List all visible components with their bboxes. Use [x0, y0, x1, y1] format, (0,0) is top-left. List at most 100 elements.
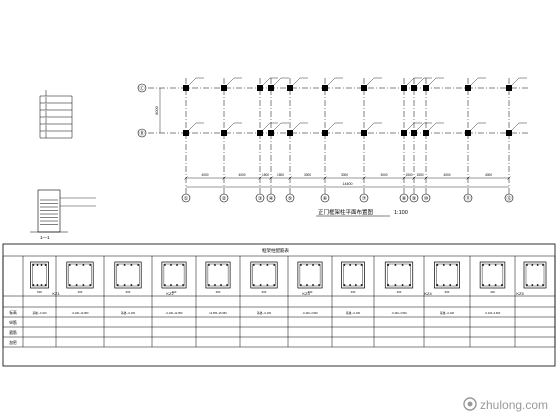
leader-line: [226, 122, 235, 131]
rebar-dot: [32, 264, 35, 266]
elevation-value: 12.950~15.950: [209, 311, 227, 315]
dimension-text: 1500: [277, 173, 284, 177]
rebar-dot: [449, 284, 452, 286]
rebar-dot: [44, 284, 47, 286]
dimension-text: 3000: [380, 173, 387, 177]
column: [401, 130, 407, 136]
rebar-dot: [318, 284, 320, 286]
leader-line: [273, 77, 282, 86]
elevation-value: 基础~-0.100: [346, 311, 361, 315]
rebar-dot: [273, 284, 276, 286]
column: [411, 130, 417, 136]
axis-label: ⑪: [465, 195, 470, 202]
rebar-dot: [408, 264, 411, 266]
column: [221, 130, 227, 136]
dimension-text: 3000: [341, 173, 348, 177]
axis-label: ⑤: [288, 196, 293, 202]
rebar-dot: [82, 284, 85, 286]
axis-bubble: [285, 193, 295, 203]
axis-label: Ⓑ: [139, 130, 144, 137]
leader-line: [188, 77, 197, 86]
axis-bubble: [504, 193, 514, 203]
column: [221, 85, 227, 91]
rebar-dot: [32, 284, 35, 286]
rebar-dot: [68, 284, 71, 286]
axis-label: ⑧: [402, 196, 407, 202]
dimension-tick: [402, 176, 406, 180]
plan-scale: 1:100: [394, 210, 408, 216]
leader-line: [327, 122, 336, 131]
rebar-dot: [488, 264, 491, 266]
rebar-dot: [436, 284, 439, 286]
rebar-dot: [252, 284, 255, 286]
rebar-dot: [488, 284, 491, 286]
rebar-dot: [542, 264, 544, 266]
column-section: [479, 261, 506, 289]
group-label: KZ3: [302, 291, 310, 296]
stirrup: [387, 263, 411, 287]
dimension-tick: [507, 176, 511, 180]
column-section: [523, 261, 547, 289]
rebar-dot: [68, 264, 71, 266]
stirrup: [207, 263, 229, 287]
dimension-text: 4000: [443, 173, 450, 177]
rebar-dot: [360, 284, 363, 286]
elevation-value: 基础~-0.100: [32, 311, 47, 315]
rebar-dot: [482, 284, 485, 286]
dimension-tick: [412, 176, 416, 180]
column-section: [250, 261, 278, 289]
rebar-dot: [312, 284, 314, 286]
rebar-dot: [394, 284, 397, 286]
stirrup: [163, 263, 185, 287]
section-dimension: 400: [397, 290, 402, 294]
rebar-dot: [137, 264, 140, 266]
rebar-dot: [343, 284, 346, 286]
rebar-dot: [75, 264, 78, 266]
axis-bubble: [421, 193, 431, 203]
dimension-tick: [288, 176, 292, 180]
leader-line: [428, 122, 437, 131]
rebar-dot: [494, 284, 497, 286]
rebar-dot: [500, 264, 503, 266]
rebar-dot: [182, 264, 185, 266]
section-dimension: 400: [216, 290, 221, 294]
leader-line: [511, 77, 520, 86]
rebar-dot: [176, 264, 178, 266]
rebar-dot: [123, 264, 126, 266]
axis-bubble: [409, 193, 419, 203]
rebar-dot: [226, 284, 229, 286]
elevation-value: -0.100~3.600: [485, 311, 501, 315]
rebar-dot: [266, 264, 269, 266]
column: [322, 85, 328, 91]
plan-title: 正门框架柱平面布置图: [318, 208, 374, 216]
section-detail-1-1: 1—1: [30, 189, 96, 240]
column-section: [205, 261, 231, 289]
rebar-dot: [531, 284, 534, 286]
rebar-dot: [252, 264, 255, 266]
rebar-dot: [343, 264, 346, 266]
column-section: [161, 261, 187, 289]
leader-line: [366, 122, 375, 131]
column-section: [297, 261, 323, 289]
rebar-dot: [442, 264, 445, 266]
leader-line: [428, 77, 437, 86]
rebar-dot: [526, 264, 528, 266]
elevation-value: -0.100~12.950: [72, 311, 89, 315]
column: [287, 130, 293, 136]
axis-bubble: [137, 128, 147, 138]
axis-label: ⑫: [506, 195, 511, 202]
axis-label: Ⓒ: [139, 85, 144, 92]
dimension-text: 4000: [201, 173, 208, 177]
rebar-dot: [40, 284, 43, 286]
rebar-dot: [36, 264, 39, 266]
axis-label: ②: [222, 196, 227, 202]
section-dimension: 400: [351, 290, 356, 294]
column: [268, 85, 274, 91]
rebar-dot: [300, 284, 302, 286]
table-row-label: 箍筋: [9, 330, 17, 335]
axis-label: ⑩: [424, 196, 429, 202]
leader-line: [416, 77, 425, 86]
leader-line: [416, 122, 425, 131]
table-row-label: 标高: [9, 310, 17, 315]
rebar-dot: [137, 284, 140, 286]
